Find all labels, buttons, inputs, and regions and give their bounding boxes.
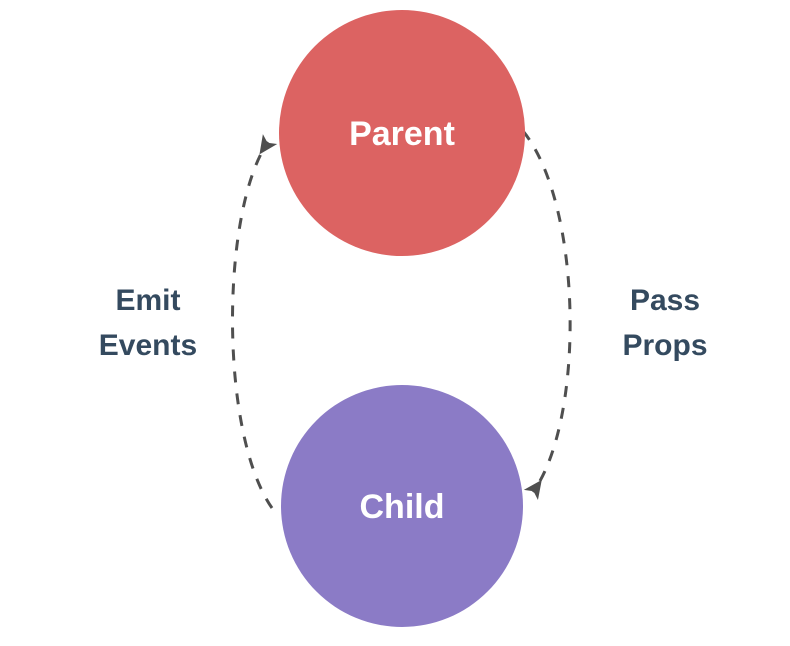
edge-label-emit-events-line1: Emit	[115, 284, 180, 317]
edge-pass-props-line	[521, 130, 572, 501]
edge-emit-events-line	[231, 134, 278, 509]
node-child-circle[interactable]	[281, 385, 523, 627]
node-parent-circle[interactable]	[279, 10, 525, 256]
edge-label-pass-props-line1: Pass	[630, 284, 700, 317]
node-parent-label: Parent	[349, 115, 455, 153]
node-child-label: Child	[360, 488, 445, 526]
edge-label-emit-events-line2: Events	[99, 329, 197, 362]
edge-label-pass-props-line2: Props	[622, 329, 707, 362]
